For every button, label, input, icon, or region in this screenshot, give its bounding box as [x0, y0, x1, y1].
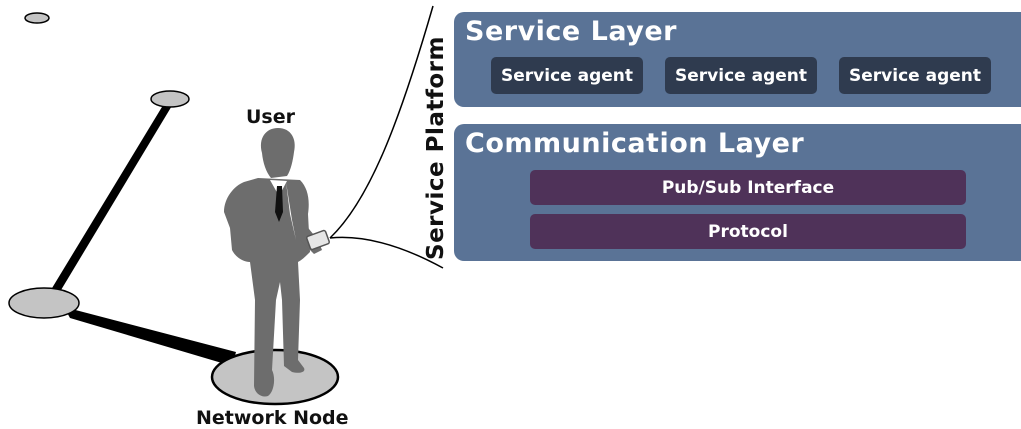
handheld-device-icon	[306, 229, 330, 251]
shirt-collar	[270, 180, 296, 240]
network-node	[8, 287, 80, 319]
communication-layer: Communication Layer Pub/Sub Interface Pr…	[454, 124, 1021, 261]
service-agent-box: Service agent	[491, 57, 643, 94]
communication-layer-title: Communication Layer	[465, 128, 805, 159]
service-layer-title: Service Layer	[465, 16, 677, 47]
network-link	[64, 307, 236, 366]
network-link	[46, 102, 173, 300]
network-node	[150, 90, 190, 108]
service-layer: Service Layer Service agent Service agen…	[454, 12, 1021, 107]
protocol-box: Protocol	[530, 214, 966, 249]
connection-line	[329, 5, 434, 239]
service-agent-box: Service agent	[839, 57, 991, 94]
connection-line	[329, 236, 444, 269]
network-node-label: Network Node	[196, 407, 349, 429]
user-label: User	[246, 106, 295, 128]
user-network-node	[210, 348, 340, 406]
pubsub-interface-box: Pub/Sub Interface	[530, 170, 966, 205]
service-platform-label: Service Platform	[423, 36, 449, 260]
network-node	[24, 12, 50, 24]
service-agent-box: Service agent	[665, 57, 817, 94]
